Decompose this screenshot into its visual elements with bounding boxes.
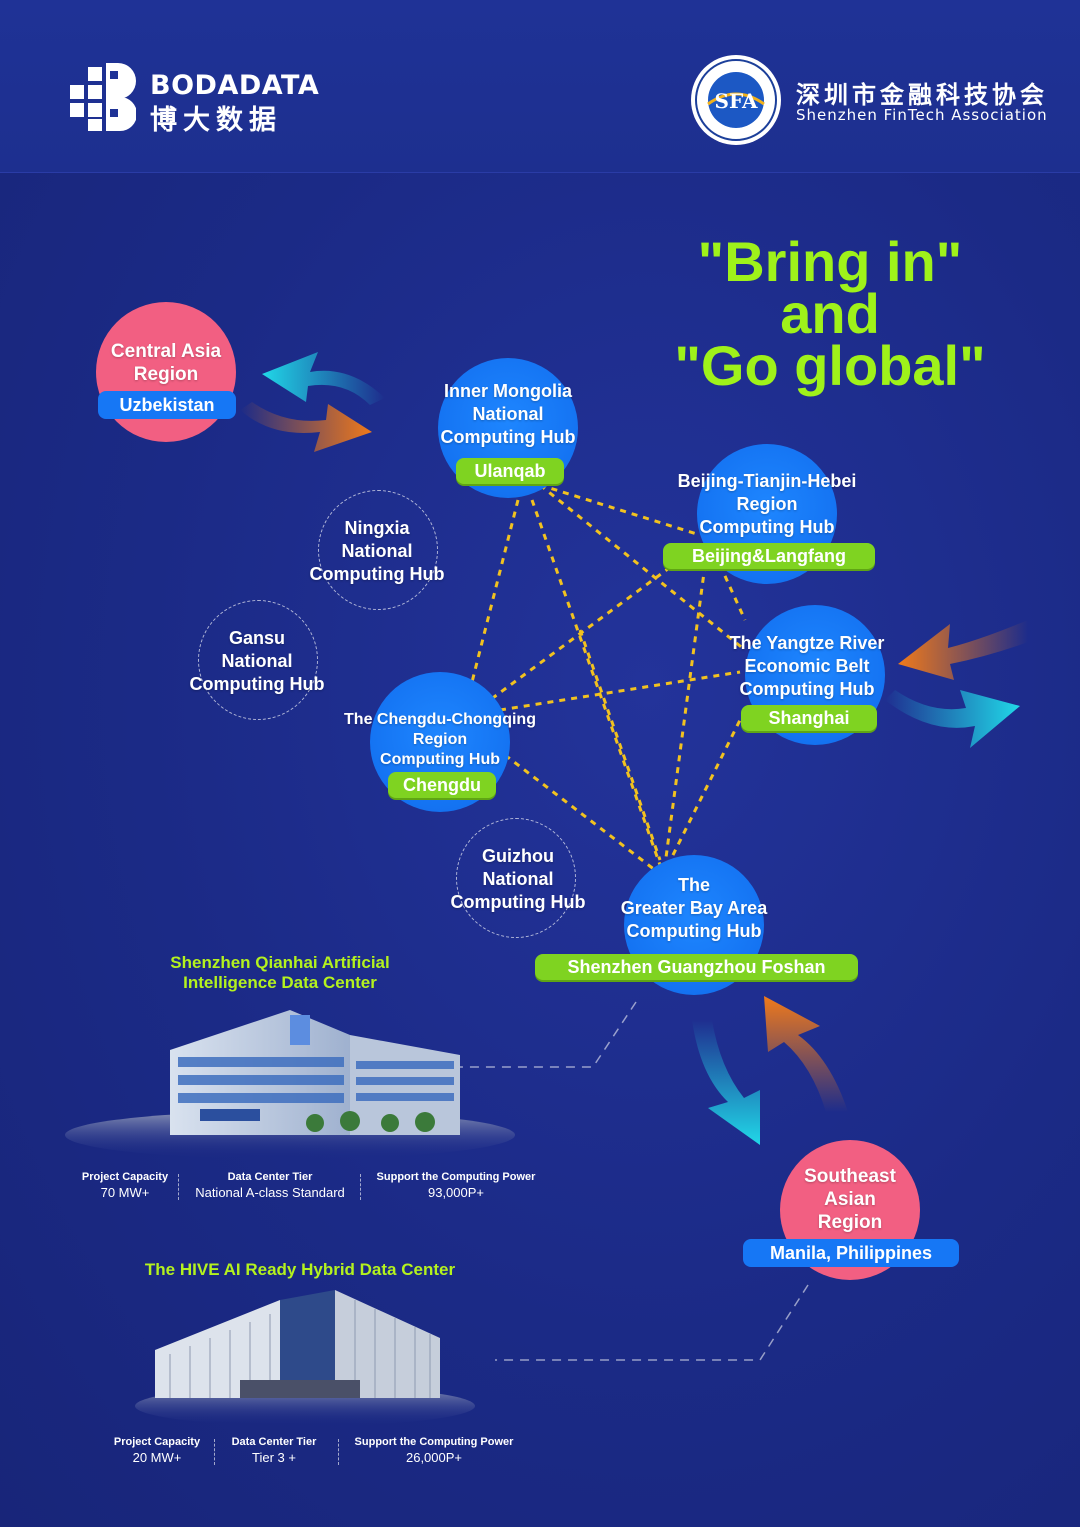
datacenter-2-stat-tier: Data Center Tier Tier 3 + xyxy=(231,1436,317,1465)
region-central-asia-name: Central Asia Region xyxy=(110,341,222,385)
bodadata-logo-icon xyxy=(70,63,136,131)
link-ulanqab-gba xyxy=(530,499,662,866)
hub-guizhou xyxy=(456,818,576,938)
brand-name-cn: 博大数据 xyxy=(150,105,282,136)
link-beijing-gba xyxy=(663,564,707,866)
hub-chengdu-name: The Chengdu-Chongqing Region Computing H… xyxy=(344,711,536,768)
datacenter-1-title: Shenzhen Qianhai Artificial Intelligence… xyxy=(170,953,390,992)
datacenter-2-divider-1 xyxy=(214,1439,215,1465)
arrow-to-central-asia-icon xyxy=(262,352,385,405)
hub-gansu xyxy=(198,600,318,720)
hub-ningxia xyxy=(318,490,438,610)
hub-ningxia-name: Ningxia National Computing Hub xyxy=(309,518,445,584)
datacenter-2-stat-capacity: Project Capacity 20 MW+ xyxy=(113,1436,201,1465)
hub-inner-mongolia-name: Inner Mongolia National Computing Hub xyxy=(440,381,576,447)
hub-inner-mongolia-city: Ulanqab xyxy=(456,458,564,484)
headline-line-3: "Go global" xyxy=(674,334,986,397)
association-name-cn: 深圳市金融科技协会 xyxy=(796,80,1048,109)
header-bar: BODADATA 博大数据 SFA 深圳市金融科技协会 Shenzhen Fin… xyxy=(0,0,1080,173)
hub-beijing-name: Beijing-Tianjin-Hebei Region Computing H… xyxy=(677,471,857,537)
hub-yangtze-name: The Yangtze River Economic Belt Computin… xyxy=(729,633,885,699)
link-ulanqab-beijing xyxy=(539,483,701,537)
sfa-seal-icon: SFA xyxy=(691,55,781,145)
sfa-seal-text: SFA xyxy=(715,89,758,113)
datacenter-2-stat-power: Support the Computing Power 26,000P+ xyxy=(354,1436,514,1465)
region-southeast-asia-name: Southeast Asian Region xyxy=(804,1166,896,1233)
brand-name-en: BODADATA xyxy=(150,70,320,101)
hub-gba-city: Shenzhen Guangzhou Foshan xyxy=(535,954,858,980)
hub-beijing-city: Beijing&Langfang xyxy=(663,543,875,569)
link-chengdu-gba xyxy=(504,753,656,872)
datacenter-1-divider-1 xyxy=(178,1174,179,1200)
datacenter-2-divider-2 xyxy=(338,1439,339,1465)
hub-guizhou-name: Guizhou National Computing Hub xyxy=(450,846,586,912)
arrow-from-overseas-to-shanghai-icon xyxy=(898,620,1028,680)
datacenter-1-stat-capacity: Project Capacity 70 MW+ xyxy=(81,1171,169,1200)
arrow-from-central-asia-icon xyxy=(240,402,372,452)
headline-line-2: and xyxy=(780,282,880,345)
arrow-from-shanghai-overseas-icon xyxy=(885,690,1020,748)
link-ulanqab-shanghai xyxy=(539,483,746,652)
link-shanghai-gba xyxy=(666,709,747,866)
headline: "Bring in" and "Go global" xyxy=(640,230,1020,397)
association-name-en: Shenzhen FinTech Association xyxy=(796,106,1048,124)
leader-hive xyxy=(495,1284,809,1361)
link-beijing-shanghai xyxy=(718,564,747,621)
link-beijing-chengdu xyxy=(489,558,681,702)
region-southeast-asia-country: Manila, Philippines xyxy=(743,1239,959,1267)
arrow-from-southeast-asia-icon xyxy=(764,996,848,1112)
datacenter-1-stat-tier: Data Center Tier National A-class Standa… xyxy=(195,1171,345,1200)
headline-line-1: "Bring in" xyxy=(697,230,963,293)
datacenter-1-stat-power: Support the Computing Power 93,000P+ xyxy=(376,1171,536,1200)
link-chengdu-shanghai xyxy=(499,670,741,712)
link-ulanqab-chengdu-mid xyxy=(578,629,662,861)
leader-qianhai xyxy=(460,1001,637,1068)
datacenter-1-building-image xyxy=(65,1010,515,1159)
arrow-to-southeast-asia-icon xyxy=(692,1020,760,1145)
hub-chengdu-city: Chengdu xyxy=(388,772,496,798)
hub-gba-name: The Greater Bay Area Computing Hub xyxy=(620,875,768,941)
hub-gansu-name: Gansu National Computing Hub xyxy=(189,628,325,694)
datacenter-2-building-image xyxy=(135,1290,475,1426)
region-central-asia-country: Uzbekistan xyxy=(98,391,236,419)
hub-yangtze-city: Shanghai xyxy=(741,705,877,731)
datacenter-2-title: The HIVE AI Ready Hybrid Data Center xyxy=(144,1260,456,1279)
datacenter-1-divider-2 xyxy=(360,1174,361,1200)
link-ulanqab-chengdu xyxy=(468,499,520,691)
